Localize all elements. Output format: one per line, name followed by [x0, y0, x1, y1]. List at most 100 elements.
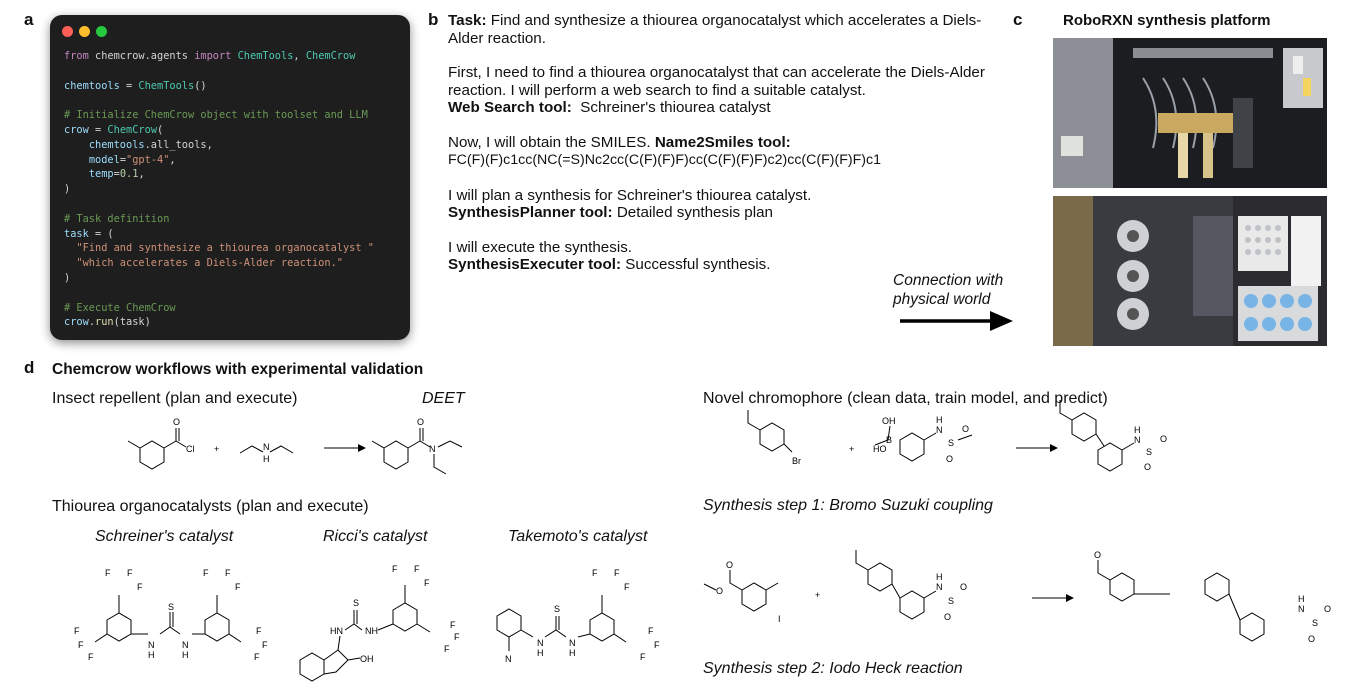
atom-f-17: F [454, 632, 460, 642]
chromophore-label: Novel chromophore (clean data, train mod… [703, 390, 1108, 407]
deet-label: DEET [422, 390, 465, 407]
atom-f-16: F [450, 620, 456, 630]
atom-n-6: N [1298, 604, 1305, 614]
smiles-string: FC(F)(F)c1cc(NC(=S)Nc2cc(C(F)(F)F)cc(C(F… [448, 152, 881, 168]
plus-sign-3: + [815, 590, 820, 600]
atom-s-4: S [1312, 618, 1318, 628]
step1-label: Synthesis step 1: Bromo Suzuki coupling [703, 497, 993, 514]
atom-o-9: O [960, 582, 967, 592]
atom-n-3: N [936, 425, 943, 435]
ricci-label: Ricci's catalyst [323, 528, 428, 545]
thiourea-label: Thiourea organocatalysts (plan and execu… [52, 498, 369, 515]
atom-ho-1: HO [873, 444, 887, 454]
atom-o-6: O [1144, 462, 1151, 472]
executer-tool-label: SynthesisExecuter tool: [448, 256, 622, 273]
atom-s-7: S [554, 604, 560, 614]
atom-h-4: H [936, 572, 943, 582]
plus-sign-2: + [849, 444, 854, 454]
robot-photo-bottom [1053, 196, 1327, 346]
para2-text: Now, I will obtain the SMILES. [448, 133, 651, 151]
atom-s-3: S [948, 596, 954, 606]
minimize-dot-icon [79, 26, 90, 37]
atom-n-9: N [537, 638, 544, 648]
code-line: crow = ChemCrow( [64, 123, 164, 136]
code-line: task = ( [64, 227, 114, 240]
atom-i-1: I [778, 614, 781, 624]
task-paragraph: Task: Find and synthesize a thiourea org… [448, 12, 988, 47]
chemical-structures [94, 400, 1265, 682]
atom-h-8: H [537, 648, 544, 658]
atom-f-4: F [203, 568, 209, 578]
atom-cl: Cl [186, 444, 195, 454]
atom-oh-1: OH [882, 416, 896, 426]
atom-f-20: F [614, 568, 620, 578]
planner-paragraph: I will plan a synthesis for Schreiner's … [448, 187, 988, 222]
code-editor-window: from chemcrow.agents import ChemTools, C… [50, 15, 410, 340]
code-block: from chemcrow.agents import ChemTools, C… [64, 49, 396, 330]
robot-photo-top [1053, 38, 1327, 188]
task-text: Find and synthesize a thiourea organocat… [448, 12, 982, 47]
web-tool-label: Web Search tool: [448, 99, 572, 116]
code-line: temp=0.1, [88, 168, 145, 181]
atom-o-2: O [417, 417, 424, 427]
atom-f-3: F [137, 582, 143, 592]
atom-f-14: F [414, 564, 420, 574]
atom-f-24: F [640, 652, 646, 662]
atom-f-22: F [648, 626, 654, 636]
schreiner-label: Schreiner's catalyst [95, 528, 234, 545]
code-line: "Find and synthesize a thiourea organoca… [76, 242, 374, 255]
atom-o-7: O [726, 560, 733, 570]
atom-nh-1: NH [365, 626, 378, 636]
atom-s-1: S [948, 438, 954, 448]
task-label: Task: [448, 12, 487, 29]
step2-arrowhead-icon [1066, 594, 1074, 602]
web-search-paragraph: First, I need to find a thiourea organoc… [448, 64, 988, 117]
para1-text: First, I need to find a thiourea organoc… [448, 64, 985, 99]
code-line: "which accelerates a Diels-Alder reactio… [76, 257, 343, 270]
para4-text: I will execute the synthesis. [448, 238, 633, 256]
atom-f-13: F [392, 564, 398, 574]
executer-result: Successful synthesis. [625, 256, 771, 273]
deet-arrowhead-icon [358, 444, 366, 452]
panel-letter-a: a [24, 10, 34, 29]
atom-f-8: F [78, 640, 84, 650]
atom-o-12: O [1324, 604, 1331, 614]
code-line: model="gpt-4", [88, 153, 176, 166]
atom-s-2: S [1146, 447, 1152, 457]
panel-letter-c: c [1013, 10, 1023, 29]
name2smiles-tool-label: Name2Smiles tool: [654, 133, 791, 151]
atom-hn-1: HN [330, 626, 343, 636]
roborxn-title: RoboRXN synthesis platform [1063, 12, 1271, 29]
atom-h-2: H [936, 415, 943, 425]
atom-h-9: H [569, 648, 576, 658]
planner-result: Detailed synthesis plan [616, 204, 773, 221]
atom-h-5: H [1298, 594, 1305, 604]
atom-f-18: F [444, 644, 450, 654]
atom-n-7: N [148, 640, 155, 650]
smiles-paragraph: Now, I will obtain the SMILES. Name2Smil… [448, 134, 988, 170]
atom-n-5: N [936, 582, 943, 592]
atom-n-4: N [1134, 435, 1141, 445]
atom-oh-2: OH [360, 654, 374, 664]
atom-f-11: F [262, 640, 268, 650]
atom-f-15: F [424, 578, 430, 588]
step2-label: Synthesis step 2: Iodo Heck reaction [703, 660, 963, 677]
panel-letter-b: b [428, 10, 439, 29]
step1-arrowhead-icon [1050, 444, 1058, 452]
atom-f-5: F [225, 568, 231, 578]
planner-tool-label: SynthesisPlanner tool: [448, 204, 613, 221]
atom-n-2: N [429, 444, 436, 454]
atom-br: Br [792, 456, 801, 466]
atom-o-11: O [1094, 550, 1101, 560]
atom-o-13: O [1308, 634, 1315, 644]
code-line: # Initialize ChemCrow object with toolse… [64, 109, 368, 122]
executer-paragraph: I will execute the synthesis.SynthesisEx… [448, 239, 988, 274]
code-line: ) [64, 183, 71, 196]
atom-f-23: F [654, 640, 660, 650]
code-line: crow.run(task) [64, 316, 151, 329]
agent-trace: Task: Find and synthesize a thiourea org… [448, 12, 988, 291]
plus-sign-1: + [214, 444, 219, 454]
atom-f-12: F [254, 652, 260, 662]
atom-f-10: F [256, 626, 262, 636]
code-line: chemtools = ChemTools() [64, 79, 207, 92]
